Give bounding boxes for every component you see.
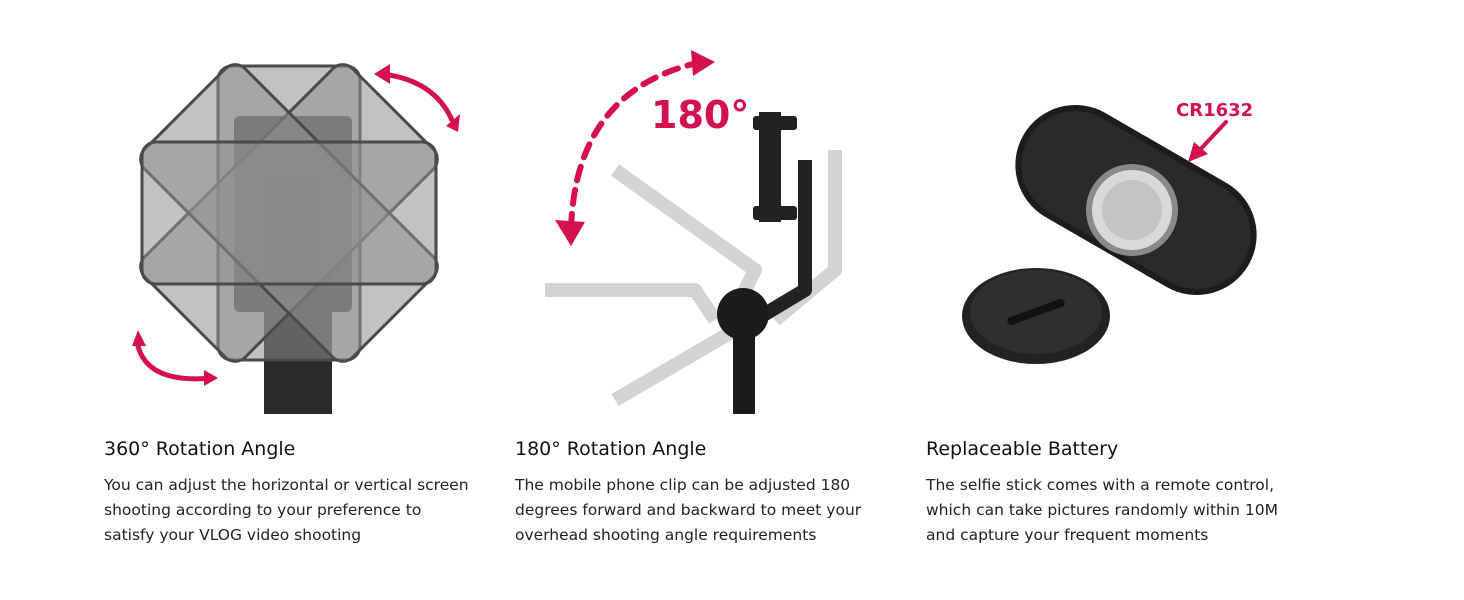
rotation-360-icon: [132, 63, 460, 414]
feature-180-rotation: 180° 180° Rotation Angle The mobile phon…: [515, 0, 915, 600]
description-line: The selfie stick comes with a remote con…: [926, 476, 1275, 494]
rotation-180-icon: 180°: [545, 50, 842, 414]
rotation-180-illustration: 180°: [515, 50, 915, 414]
feature-replaceable-battery: CR1632 Replaceable Battery The selfie st…: [926, 0, 1326, 600]
description-line: satisfy your VLOG video shooting: [104, 526, 362, 544]
battery-model-label: CR1632: [1176, 100, 1253, 121]
feature-title: 180° Rotation Angle: [515, 438, 707, 460]
description-line: You can adjust the horizontal or vertica…: [104, 476, 469, 494]
battery-icon: CR1632: [962, 100, 1257, 364]
rotation-angle-label: 180°: [651, 93, 749, 137]
battery-illustration: CR1632: [926, 50, 1326, 414]
feature-title: 360° Rotation Angle: [104, 438, 296, 460]
feature-360-rotation: 360° Rotation Angle You can adjust the h…: [104, 0, 504, 600]
description-line: degrees forward and backward to meet you…: [515, 501, 862, 519]
description-line: and capture your frequent moments: [926, 526, 1209, 544]
description-line: which can take pictures randomly within …: [926, 501, 1279, 519]
description-line: overhead shooting angle requirements: [515, 526, 817, 544]
feature-description: The mobile phone clip can be adjusted 18…: [515, 473, 905, 548]
description-line: The mobile phone clip can be adjusted 18…: [515, 476, 851, 494]
feature-description: The selfie stick comes with a remote con…: [926, 473, 1316, 548]
rotation-360-illustration: [104, 50, 504, 414]
feature-description: You can adjust the horizontal or vertica…: [104, 473, 494, 548]
description-line: shooting according to your preference to: [104, 501, 422, 519]
feature-title: Replaceable Battery: [926, 438, 1119, 460]
